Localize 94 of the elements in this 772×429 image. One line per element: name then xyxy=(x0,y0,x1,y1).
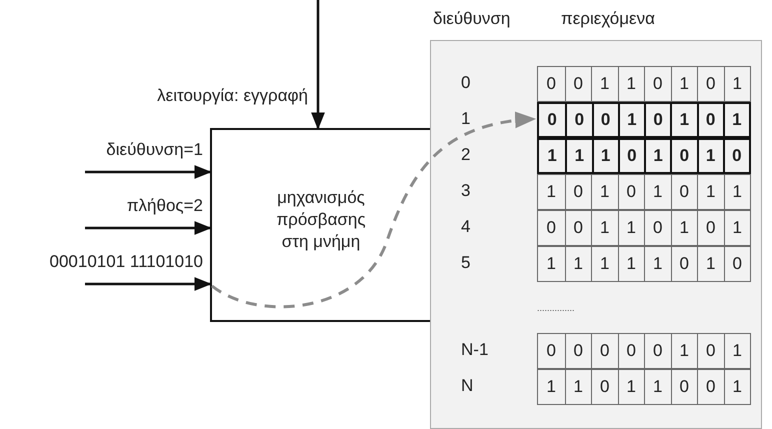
bit-cell: 0 xyxy=(670,140,696,172)
bit-cell-text: 0 xyxy=(546,217,557,239)
bit-cell: 1 xyxy=(670,67,697,101)
box-label: μηχανισμός πρόσβασης στη μνήμη xyxy=(275,186,367,254)
bit-cell: 0 xyxy=(697,334,724,368)
bit-cell: 0 xyxy=(670,370,697,404)
bit-cell-text: 0 xyxy=(546,340,557,362)
bit-cell: 1 xyxy=(592,140,618,172)
bit-cell: 0 xyxy=(618,334,644,368)
address-number: 1 xyxy=(461,109,470,129)
memory-row xyxy=(537,210,751,246)
bit-cell: 1 xyxy=(724,211,750,245)
bit-cell: 0 xyxy=(722,140,749,172)
bit-cell: 1 xyxy=(618,370,644,404)
bit-cell-text: 1 xyxy=(546,145,558,167)
bit-cell: 1 xyxy=(697,247,724,281)
bit-cell: 0 xyxy=(564,334,591,368)
bit-cell: 0 xyxy=(618,140,644,172)
bit-cell: 0 xyxy=(618,175,644,209)
bit-cell: 0 xyxy=(591,370,618,404)
memory-row xyxy=(537,174,751,210)
bit-cell: 1 xyxy=(618,104,644,136)
bit-cell-text: 0 xyxy=(546,109,558,131)
bit-cell: 1 xyxy=(724,334,750,368)
bit-cell: 0 xyxy=(670,175,697,209)
bit-cell: 0 xyxy=(592,104,618,136)
bit-cell: 1 xyxy=(644,370,670,404)
bit-cell: 0 xyxy=(670,247,697,281)
bit-cell: 0 xyxy=(564,175,591,209)
address-number: 5 xyxy=(461,253,470,273)
bit-cell: 1 xyxy=(722,104,749,136)
bit-cell: 1 xyxy=(618,211,644,245)
bit-cell: 1 xyxy=(696,140,723,172)
bit-cell: 1 xyxy=(644,175,670,209)
input-arrow xyxy=(311,0,325,130)
bit-cell: 1 xyxy=(724,370,750,404)
bit-cell-text: 1 xyxy=(546,253,557,275)
input-arrow xyxy=(85,165,212,179)
bit-cell: 0 xyxy=(564,67,591,101)
dashed-arrow xyxy=(211,112,536,308)
memory-row xyxy=(537,66,751,102)
bit-cell: 1 xyxy=(564,370,591,404)
bit-cell: 1 xyxy=(591,211,618,245)
bit-cell: 1 xyxy=(618,67,644,101)
column-heading: περιεχόμενα xyxy=(561,9,655,29)
bit-cell: 0 xyxy=(696,104,723,136)
bit-cell-text: 1 xyxy=(546,376,557,398)
address-number: 2 xyxy=(461,145,470,165)
bit-cell: 1 xyxy=(644,140,670,172)
bit-cell: 0 xyxy=(644,104,670,136)
bit-cell: 1 xyxy=(564,247,591,281)
memory-row xyxy=(537,138,751,174)
address-number: 4 xyxy=(461,217,470,237)
bit-cell-text: 0 xyxy=(546,73,557,95)
edge-label: διεύθυνση=1 xyxy=(105,140,203,160)
bit-cell: 1 xyxy=(591,247,618,281)
bit-cell: 1 xyxy=(670,334,697,368)
bit-cell: 0 xyxy=(697,67,724,101)
memory-row xyxy=(537,369,751,405)
column-heading: διεύθυνση xyxy=(433,9,510,29)
bit-cell: 0 xyxy=(644,211,670,245)
memory-row xyxy=(537,246,751,282)
bit-cell: 1 xyxy=(644,247,670,281)
bit-cell: 0 xyxy=(697,370,724,404)
edge-label: πλήθος=2 xyxy=(126,196,203,216)
input-arrow xyxy=(85,277,212,291)
edge-label: λειτουργία: εγγραφή xyxy=(156,86,308,106)
bit-cell-text: 1 xyxy=(546,181,557,203)
bit-cell: 0 xyxy=(565,104,592,136)
bit-cell: 0 xyxy=(644,334,670,368)
bit-cell: 1 xyxy=(618,247,644,281)
bit-cell: 1 xyxy=(591,175,618,209)
bit-cell: 1 xyxy=(670,104,696,136)
bit-cell: 0 xyxy=(644,67,670,101)
address-number: N-1 xyxy=(461,340,488,360)
bit-cell: 1 xyxy=(565,140,592,172)
bit-cell: 1 xyxy=(670,211,697,245)
bit-cell: 1 xyxy=(724,67,750,101)
address-number: N xyxy=(461,376,474,396)
ellipsis-dots: ............... xyxy=(537,303,575,313)
bit-cell: 1 xyxy=(591,67,618,101)
bit-cell: 0 xyxy=(564,211,591,245)
input-arrow xyxy=(85,221,212,235)
bit-cell: 1 xyxy=(724,175,750,209)
process-box xyxy=(210,128,432,322)
bit-cell: 0 xyxy=(724,247,750,281)
bit-cell: 0 xyxy=(591,334,618,368)
memory-row xyxy=(537,102,751,138)
bit-cell: 1 xyxy=(697,175,724,209)
bit-cell: 0 xyxy=(697,211,724,245)
address-number: 0 xyxy=(461,73,470,93)
address-number: 3 xyxy=(461,181,470,201)
memory-row xyxy=(537,333,751,369)
edge-label: 00010101 11101010 xyxy=(48,252,203,272)
